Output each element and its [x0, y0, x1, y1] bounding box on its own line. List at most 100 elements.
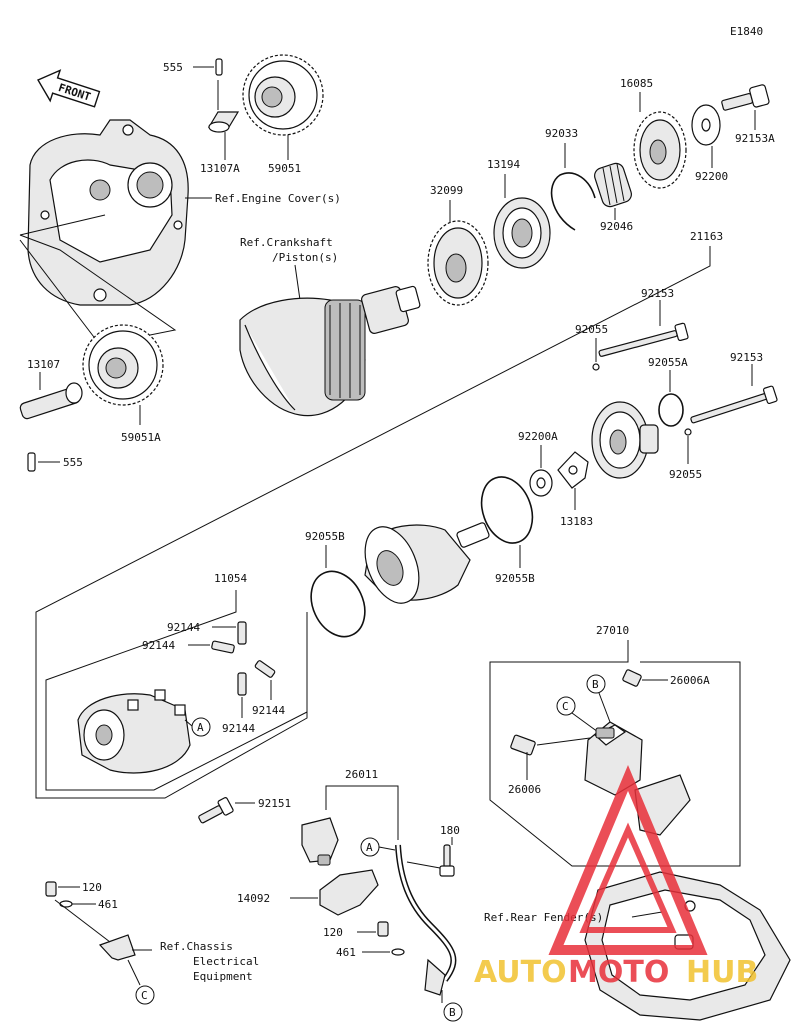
part-32099: 32099 [430, 184, 463, 197]
brush-spring-4 [254, 660, 276, 678]
callout-b-relay [586, 674, 606, 694]
figure-code: E1840 [730, 25, 763, 38]
part-92055B-b: 92055B [495, 572, 535, 585]
part-92153-b: 92153 [730, 351, 763, 364]
watermark-text-moto: MOTO [568, 955, 669, 990]
long-bolt-92153-upper [598, 322, 689, 357]
bolt-120-left [45, 881, 57, 897]
part-92153-a: 92153 [641, 287, 674, 300]
washer-461-middle [391, 948, 405, 956]
part-13183: 13183 [560, 515, 593, 528]
idle-gear-59051A [82, 324, 164, 406]
bolt-120-middle [377, 921, 389, 937]
part-92055-a: 92055 [575, 323, 608, 336]
assembly-11054-outline [45, 590, 308, 791]
part-14092: 14092 [237, 892, 270, 905]
callout-b-cable-label: B [449, 1006, 456, 1019]
chassis-bracket [98, 934, 136, 961]
ref-crankshaft-line2: /Piston(s) [272, 251, 338, 264]
part-92153A: 92153A [735, 132, 775, 145]
part-21163: 21163 [690, 230, 723, 243]
o-ring-92055B-right [480, 476, 534, 544]
part-26006A: 26006A [670, 674, 710, 687]
watermark-text-auto: AUTO [474, 955, 567, 990]
crankshaft-drawing [239, 285, 421, 417]
part-92055A: 92055A [648, 356, 688, 369]
washer-92200A [529, 469, 553, 497]
needle-bearing-92046 [594, 162, 632, 208]
part-92046: 92046 [600, 220, 633, 233]
dowel-pin-bottom [27, 452, 36, 472]
ref-crankshaft-line1: Ref.Crankshaft [240, 236, 333, 249]
starter-cable [395, 844, 457, 996]
part-92144-a: 92144 [167, 621, 200, 634]
part-92144-d: 92144 [252, 704, 285, 717]
part-461-b: 461 [336, 946, 356, 959]
long-bolt-92153-lower [690, 385, 778, 424]
watermark-text-hub: HUB [686, 955, 758, 990]
part-27010: 27010 [596, 624, 629, 637]
callout-c-relay-label: C [562, 700, 569, 713]
part-92200: 92200 [695, 170, 728, 183]
part-26011: 26011 [345, 768, 378, 781]
part-92055B-a: 92055B [305, 530, 345, 543]
starter-motor-body [364, 522, 490, 604]
plate-13183 [557, 451, 589, 489]
callout-b-cable [443, 1002, 463, 1022]
part-13107: 13107 [27, 358, 60, 371]
watermark-logo-triangle [548, 765, 708, 955]
idle-gear-59051 [242, 54, 324, 136]
part-120-b: 120 [323, 926, 343, 939]
o-ring-92055A [658, 393, 684, 427]
screw-92151 [198, 797, 234, 824]
part-59051A: 59051A [121, 431, 161, 444]
gear-16085 [633, 111, 687, 189]
part-92200A: 92200A [518, 430, 558, 443]
ref-engine-cover: Ref.Engine Cover(s) [215, 192, 341, 205]
front-arrow: FRONT [36, 69, 101, 108]
circlip-92033 [550, 172, 596, 231]
ref-chassis-line1: Ref.Chassis [160, 940, 233, 953]
ref-chassis-line3: Equipment [193, 970, 253, 983]
starter-end-cover [591, 401, 659, 479]
part-461-a: 461 [98, 898, 118, 911]
starter-clutch-13194 [493, 197, 551, 269]
part-92151: 92151 [258, 797, 291, 810]
fuse-26006 [510, 734, 536, 756]
bolt-92153A [721, 84, 770, 111]
idle-shaft-13107A [207, 80, 240, 160]
washer-92200 [691, 104, 721, 146]
fuse-26006A [622, 669, 642, 687]
engine-cover-drawing [19, 119, 189, 346]
part-11054: 11054 [214, 572, 247, 585]
brush-spring-3 [237, 672, 247, 696]
part-13194: 13194 [487, 158, 520, 171]
callout-c-chassis [135, 985, 155, 1005]
part-92144-c: 92144 [222, 722, 255, 735]
callout-c-relay [556, 696, 576, 716]
idle-shaft-13107 [19, 382, 83, 420]
ref-chassis-line2: Electrical [193, 955, 259, 968]
part-26006: 26006 [508, 783, 541, 796]
assembly-27010-outline [489, 640, 741, 867]
o-ring-92055-lower [684, 428, 692, 436]
brush-spring-1 [237, 621, 247, 645]
bolt-180 [439, 844, 455, 877]
part-555-top: 555 [163, 61, 183, 74]
part-13107A: 13107A [200, 162, 240, 175]
callout-a-brush-label: A [197, 721, 204, 734]
o-ring-92055B-left [310, 570, 366, 638]
part-16085: 16085 [620, 77, 653, 90]
callout-a-cable-label: A [366, 841, 373, 854]
part-59051: 59051 [268, 162, 301, 175]
part-180: 180 [440, 824, 460, 837]
part-92055-b: 92055 [669, 468, 702, 481]
automotohub-watermark: AUTO MOTO HUB [474, 765, 758, 990]
starter-gear-32099 [427, 220, 489, 306]
part-555-bottom: 555 [63, 456, 83, 469]
brush-holder-drawing [77, 689, 191, 774]
bracket-14092 [319, 869, 379, 916]
o-ring-92055-upper [592, 363, 600, 371]
part-92144-b: 92144 [142, 639, 175, 652]
